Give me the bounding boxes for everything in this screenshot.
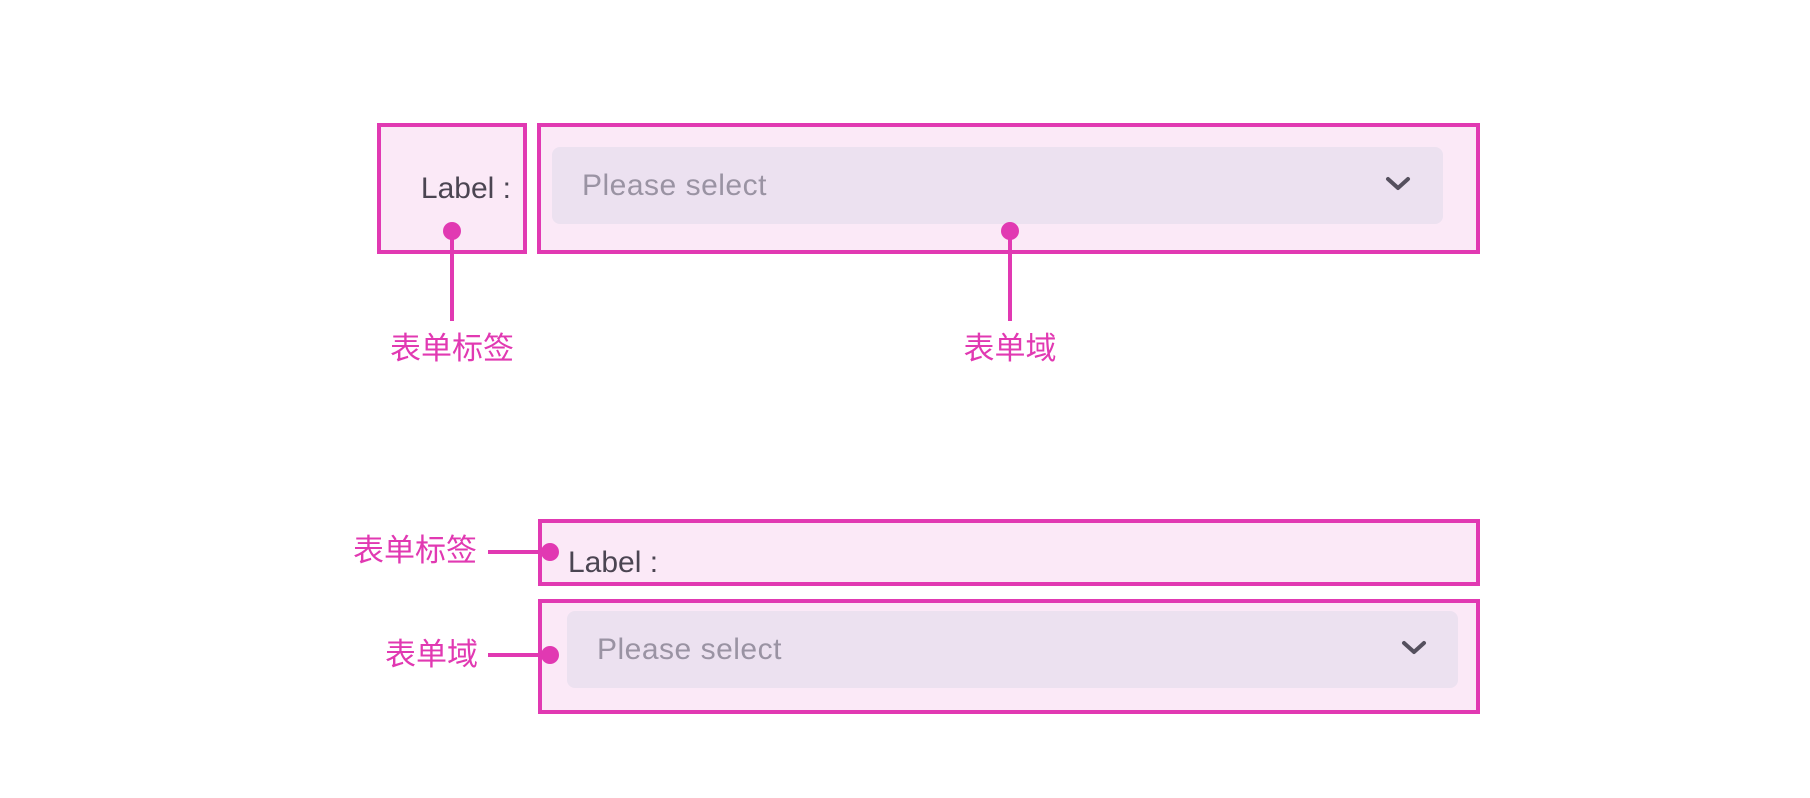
select-control[interactable]: Please select	[567, 611, 1458, 688]
annotation-dot	[541, 543, 559, 561]
annotation-label-form-label: 表单标签	[390, 331, 514, 366]
annotation-label-form-field: 表单域	[385, 637, 478, 672]
select-placeholder: Please select	[597, 632, 782, 666]
annotation-label-form-label: 表单标签	[353, 533, 477, 568]
annotation-line	[488, 653, 541, 657]
chevron-down-icon	[1385, 176, 1411, 195]
annotation-dot	[541, 646, 559, 664]
form-label-box: Label :	[538, 519, 1480, 586]
chevron-down-icon	[1401, 640, 1427, 659]
form-label-text: Label :	[420, 171, 511, 205]
select-placeholder: Please select	[582, 168, 767, 202]
select-control[interactable]: Please select	[552, 147, 1443, 224]
annotation-line	[488, 550, 541, 554]
annotation-line	[450, 231, 454, 321]
annotation-line	[1008, 231, 1012, 321]
form-label-text: Label :	[568, 546, 659, 579]
annotation-label-form-field: 表单域	[963, 331, 1057, 366]
